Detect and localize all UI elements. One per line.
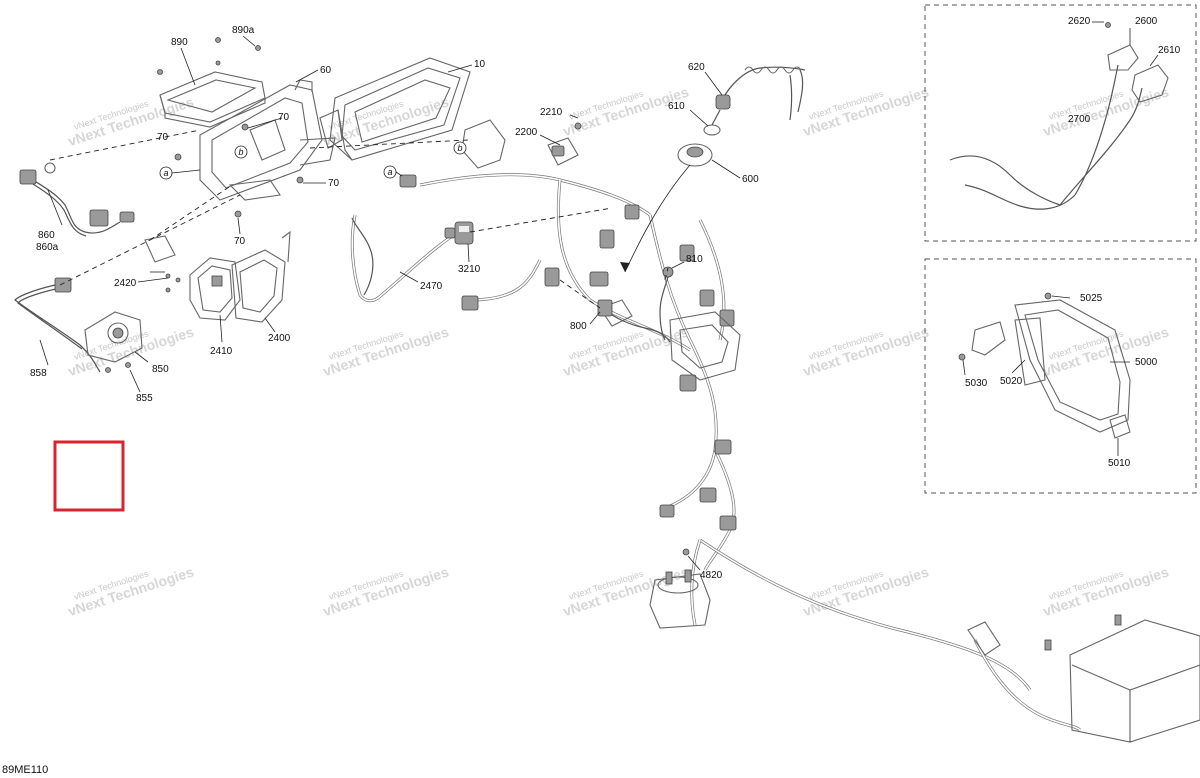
svg-text:a: a <box>164 168 169 178</box>
callout-2200: 2200 <box>515 127 538 138</box>
switch-850[interactable] <box>84 311 143 373</box>
callout-2600: 2600 <box>1135 16 1158 27</box>
callout-2700: 2700 <box>1068 114 1091 125</box>
callout-855: 855 <box>136 393 153 404</box>
callout-70: 70 <box>157 132 169 143</box>
cluster-housing-60[interactable] <box>199 79 336 201</box>
callout-850: 850 <box>152 364 169 375</box>
callout-800: 800 <box>570 321 587 332</box>
cable-2470[interactable] <box>350 214 456 303</box>
callout-890: 890 <box>171 37 188 48</box>
connector-2420[interactable] <box>144 235 181 293</box>
arrow-600-to-harness <box>620 164 691 273</box>
callout-2620: 2620 <box>1068 16 1091 27</box>
screw-2210[interactable] <box>574 122 582 130</box>
screw-70[interactable] <box>174 123 304 218</box>
figure-code: 89ME110 <box>2 764 49 776</box>
callout-10: 10 <box>474 59 486 70</box>
sensor-2200[interactable] <box>547 137 579 166</box>
callout-5030: 5030 <box>965 378 988 389</box>
callout-860: 860 <box>38 230 55 241</box>
callout-5000: 5000 <box>1135 357 1158 368</box>
callout-4820: 4820 <box>700 570 723 581</box>
sensor-810[interactable] <box>659 266 674 341</box>
main-wiring-harness[interactable] <box>399 173 1082 732</box>
circle-marker-b: b <box>453 141 467 155</box>
cluster-cover-890[interactable] <box>159 71 266 128</box>
callout-5025: 5025 <box>1080 293 1103 304</box>
callout-70: 70 <box>278 112 290 123</box>
washer-610[interactable] <box>703 124 721 136</box>
tether-cord-620[interactable] <box>711 66 806 126</box>
harness-800[interactable] <box>597 299 671 343</box>
callout-60: 60 <box>320 65 332 76</box>
callout-2470: 2470 <box>420 281 443 292</box>
callout-2400: 2400 <box>268 333 291 344</box>
callout-620: 620 <box>688 62 705 73</box>
callout-858: 858 <box>30 368 47 379</box>
inset-box-antenna <box>924 4 1197 242</box>
callout-70: 70 <box>234 236 246 247</box>
callout-860a: 860a <box>36 242 59 253</box>
callout-leaders <box>39 21 1159 571</box>
wiring-harness-860[interactable] <box>19 162 135 237</box>
callout-3210: 3210 <box>458 264 481 275</box>
callout-5010: 5010 <box>1108 458 1131 469</box>
dashed-leader-lines <box>49 129 669 309</box>
callout-890a: 890a <box>232 25 255 36</box>
svg-text:a: a <box>388 167 393 177</box>
screw-890a[interactable] <box>157 37 261 75</box>
callout-70: 70 <box>328 178 340 189</box>
connector-3210[interactable] <box>454 221 474 245</box>
callout-2410: 2410 <box>210 346 233 357</box>
callout-600: 600 <box>742 174 759 185</box>
switch-600[interactable] <box>677 143 713 167</box>
instrument-cluster-10[interactable] <box>319 57 471 161</box>
callout-labels: 890 890a 60 10 70 70 70 70 860 860a 2420… <box>30 16 1181 581</box>
connector-b[interactable] <box>461 119 506 169</box>
inset-box-module-5000 <box>924 258 1197 494</box>
battery[interactable] <box>967 614 1200 743</box>
svg-text:b: b <box>458 143 463 153</box>
callout-2210: 2210 <box>540 107 563 118</box>
callout-2420: 2420 <box>114 278 137 289</box>
switch-module-2400[interactable] <box>231 230 291 323</box>
circle-marker-b: b <box>234 145 248 159</box>
circle-marker-a: a <box>159 166 201 180</box>
switch-module-2410[interactable] <box>189 257 241 321</box>
callout-5020: 5020 <box>1000 376 1023 387</box>
wiring-harness-858[interactable] <box>14 277 101 373</box>
solenoid-4820[interactable] <box>649 548 711 629</box>
callout-610: 610 <box>668 101 685 112</box>
callout-810: 810 <box>686 254 703 265</box>
circle-marker-a: a <box>383 165 403 179</box>
svg-text:b: b <box>239 147 244 157</box>
callout-2610: 2610 <box>1158 45 1181 56</box>
highlight-marker <box>53 440 125 512</box>
